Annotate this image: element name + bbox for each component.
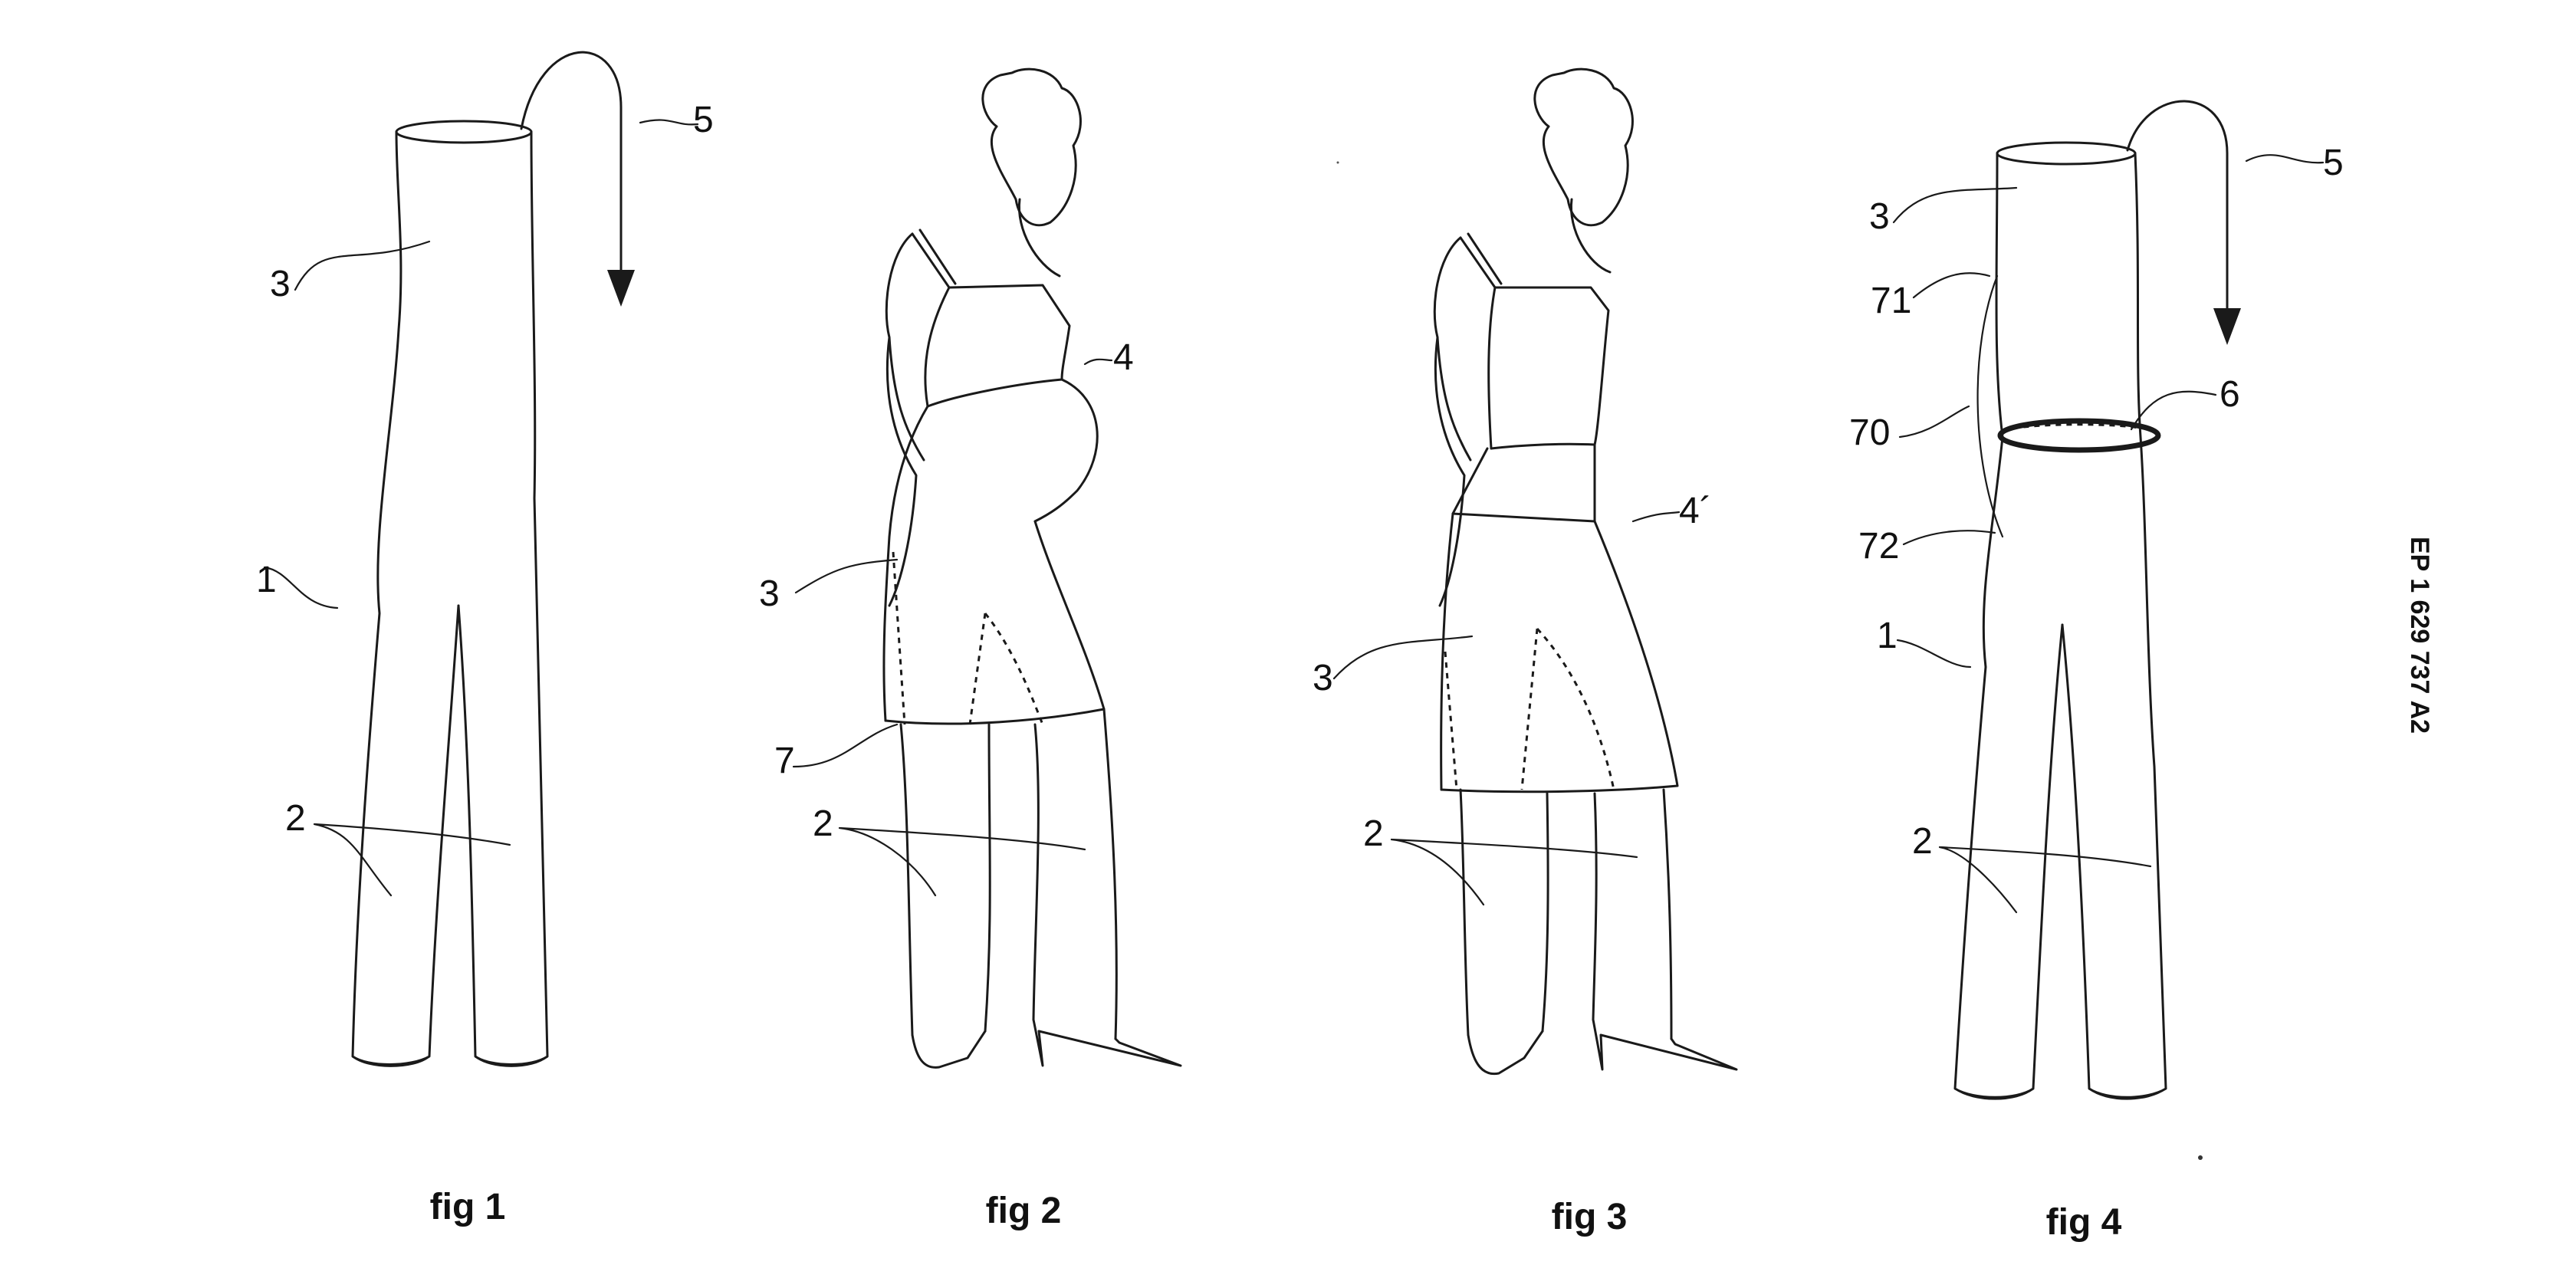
- ring-back-edge: [2002, 423, 2155, 432]
- label-body: 1: [256, 560, 277, 600]
- leader-lines: [1332, 511, 1681, 906]
- figure-caption: fig 4: [2046, 1202, 2122, 1243]
- label-hem: 7: [774, 741, 795, 781]
- publication-number: EP 1 629 737 A2: [2405, 537, 2434, 734]
- label-tube: 3: [1869, 196, 1890, 237]
- label-zone-lower: 72: [1858, 526, 1899, 567]
- label-arrow: 5: [2323, 143, 2344, 183]
- figure-caption: fig 3: [1552, 1197, 1628, 1237]
- turn-arrow: [2126, 100, 2241, 345]
- label-legs: 2: [1363, 813, 1384, 854]
- leader-lines: [792, 358, 1113, 897]
- figure-1: 3 1 5 2 fig 1: [256, 51, 714, 1227]
- figure-2: 4 3 7 2 fig 2: [759, 67, 1182, 1231]
- garment-outline: [351, 120, 549, 1067]
- leader-lines: [1892, 154, 2325, 914]
- label-body: 1: [1877, 616, 1898, 656]
- label-legs: 2: [285, 798, 306, 839]
- label-ring: 6: [2220, 374, 2240, 415]
- label-legs: 2: [813, 803, 833, 844]
- woman-silhouette: [1433, 67, 1738, 1076]
- label-zone-upper: 71: [1871, 281, 1911, 321]
- label-skirt: 3: [1313, 658, 1333, 698]
- zone-bracket: [1976, 274, 2004, 538]
- label-band: 4´: [1679, 491, 1712, 531]
- label-zone: 70: [1849, 412, 1890, 453]
- label-arrow: 5: [693, 100, 714, 140]
- figure-caption: fig 1: [430, 1187, 506, 1227]
- figure-4: 3 71 70 72 1 2 5 6 fig 4: [1849, 100, 2344, 1243]
- turn-arrow: [520, 51, 635, 307]
- garment-outline: [1953, 141, 2167, 1100]
- leader-lines: [263, 119, 699, 897]
- scan-speck: [1336, 161, 1339, 164]
- label-skirt: 3: [759, 573, 780, 614]
- scan-speck: [2198, 1155, 2203, 1160]
- figure-caption: fig 2: [986, 1191, 1062, 1231]
- retaining-ring: [1997, 418, 2161, 453]
- figure-3: 4´ 3 2 fig 3: [1313, 67, 1738, 1237]
- woman-silhouette: [882, 67, 1182, 1069]
- label-tube: 3: [270, 264, 291, 304]
- label-legs: 2: [1912, 821, 1933, 862]
- label-band: 4: [1113, 337, 1134, 378]
